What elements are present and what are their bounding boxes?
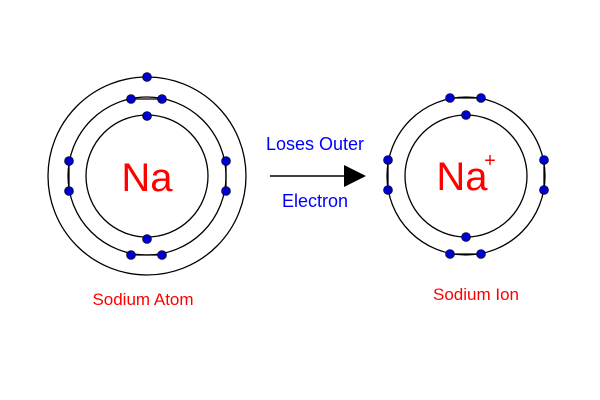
ion-electron [476,93,486,103]
arrow-label-line-1: Loses Outer [266,134,364,154]
atom-electron [221,156,231,166]
sodium-ion: Na + [383,93,549,259]
atom-electron [64,156,74,166]
ion-electron [445,249,455,259]
reaction-arrow: Loses Outer Electron [266,134,366,211]
ion-electron [461,110,471,120]
ion-charge: + [484,150,496,172]
atom-electron [157,94,167,104]
ion-caption: Sodium Ion [433,285,519,304]
atom-electron [221,186,231,196]
ion-electron [539,185,549,195]
atom-symbol: Na [121,156,173,200]
ion-electron [476,249,486,259]
ion-electron [383,155,393,165]
sodium-atom: Na [47,72,247,276]
ion-shell-2 [386,96,546,256]
arrow-label-line-2: Electron [282,191,348,211]
atom-electron [64,186,74,196]
arrow-head-icon [344,165,366,187]
atom-electron [142,234,152,244]
ion-electron [383,185,393,195]
ion-electron [539,155,549,165]
atom-electron [126,94,136,104]
ion-symbol: Na [436,155,488,199]
atom-outer-electron [142,72,152,82]
atom-electron [157,250,167,260]
atom-caption: Sodium Atom [92,290,193,309]
atom-electron [142,111,152,121]
atom-electron [126,250,136,260]
ion-electron [461,232,471,242]
ion-electron [445,93,455,103]
